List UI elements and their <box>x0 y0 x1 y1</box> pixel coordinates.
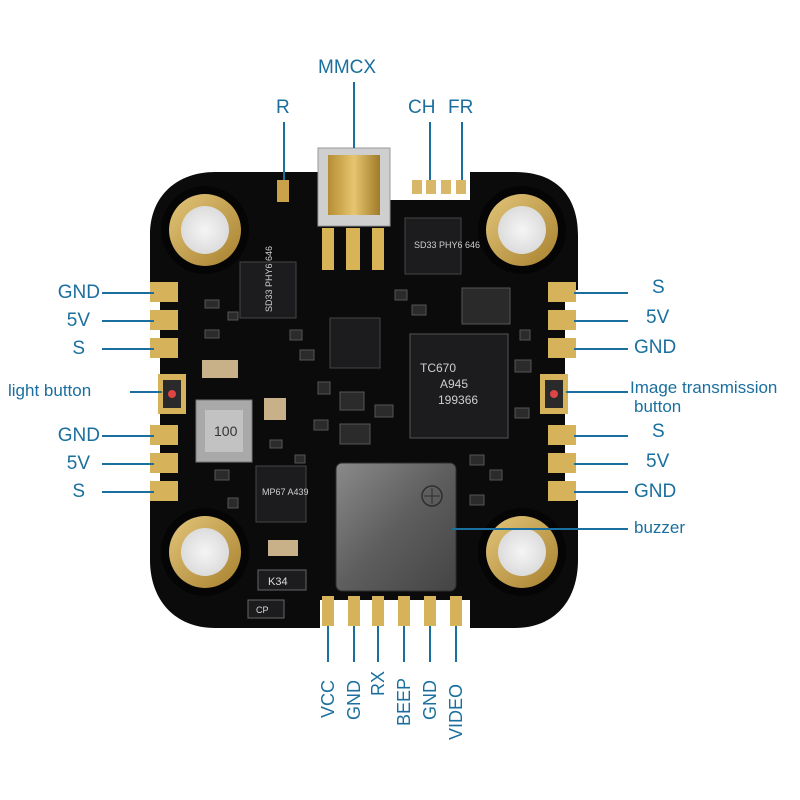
label-r: R <box>276 97 290 118</box>
light-button <box>158 374 186 414</box>
label-image-button-line1: Image transmission <box>630 378 778 397</box>
mount-hole-bottom-right <box>478 508 566 596</box>
label-mmcx: MMCX <box>318 57 377 78</box>
label-beep: BEEP <box>394 677 414 726</box>
image-transmission-button <box>540 374 568 414</box>
label-vcc: VCC <box>318 679 338 718</box>
buzzer-component <box>335 462 457 592</box>
marking-sod: CP <box>256 605 269 615</box>
marking-chip-right-top: SD33 PHY6 646 <box>414 240 480 250</box>
label-right-5v-2: 5V <box>646 451 670 472</box>
chip-center-small <box>329 317 381 369</box>
capacitor-3 <box>268 540 298 556</box>
capacitor-1 <box>202 360 238 378</box>
label-bottom-gnd-2: GND <box>420 680 440 720</box>
smd-components <box>204 289 532 509</box>
mount-hole-top-left <box>161 186 249 274</box>
label-video: VIDEO <box>446 683 466 740</box>
ch-fr-pads <box>412 180 466 194</box>
right-pads <box>548 282 576 501</box>
marking-mp-chip: MP67 A439 <box>262 487 309 497</box>
marking-diode: K34 <box>268 576 288 588</box>
label-left-gnd-2: GND <box>57 425 100 446</box>
label-buzzer: buzzer <box>634 518 686 537</box>
left-pads <box>150 282 178 501</box>
label-rx: RX <box>368 670 388 696</box>
label-right-s-1: S <box>652 277 665 298</box>
label-fr: FR <box>448 97 474 118</box>
label-left-s-2: S <box>72 481 85 502</box>
label-bottom-gnd-1: GND <box>344 680 364 720</box>
marking-inductor: 100 <box>214 423 238 439</box>
label-left-5v-2: 5V <box>66 453 90 474</box>
small-chip-right <box>461 287 511 325</box>
diode-k34 <box>257 569 307 591</box>
label-left-gnd-1: GND <box>57 282 100 303</box>
marking-main-chip-1: TC670 <box>420 361 456 375</box>
inductor <box>195 399 253 463</box>
callout-lines <box>102 82 628 662</box>
label-right-s-2: S <box>652 421 665 442</box>
capacitor-2 <box>264 398 286 420</box>
mount-hole-top-right <box>478 186 566 274</box>
label-right-gnd-2: GND <box>634 481 677 502</box>
diode-cp <box>247 599 285 619</box>
mp-chip <box>255 465 307 523</box>
bottom-pads <box>322 596 462 626</box>
main-chip <box>409 333 509 439</box>
chip-left-top <box>239 261 297 319</box>
label-ch: CH <box>408 97 436 118</box>
mount-hole-bottom-left <box>161 508 249 596</box>
marking-main-chip-2: A945 <box>440 377 468 391</box>
label-left-s-1: S <box>72 338 85 359</box>
r-component <box>277 180 289 202</box>
label-image-button-line2: button <box>634 397 682 416</box>
chip-right-top <box>404 217 462 275</box>
mmcx-connector <box>317 147 391 270</box>
label-right-gnd-1: GND <box>634 337 677 358</box>
marking-chip-left-top: SD33 PHY6 646 <box>264 246 274 312</box>
label-right-5v-1: 5V <box>646 307 670 328</box>
marking-main-chip-3: 199366 <box>438 393 478 407</box>
label-light-button: light button <box>8 381 92 400</box>
label-left-5v-1: 5V <box>66 310 90 331</box>
